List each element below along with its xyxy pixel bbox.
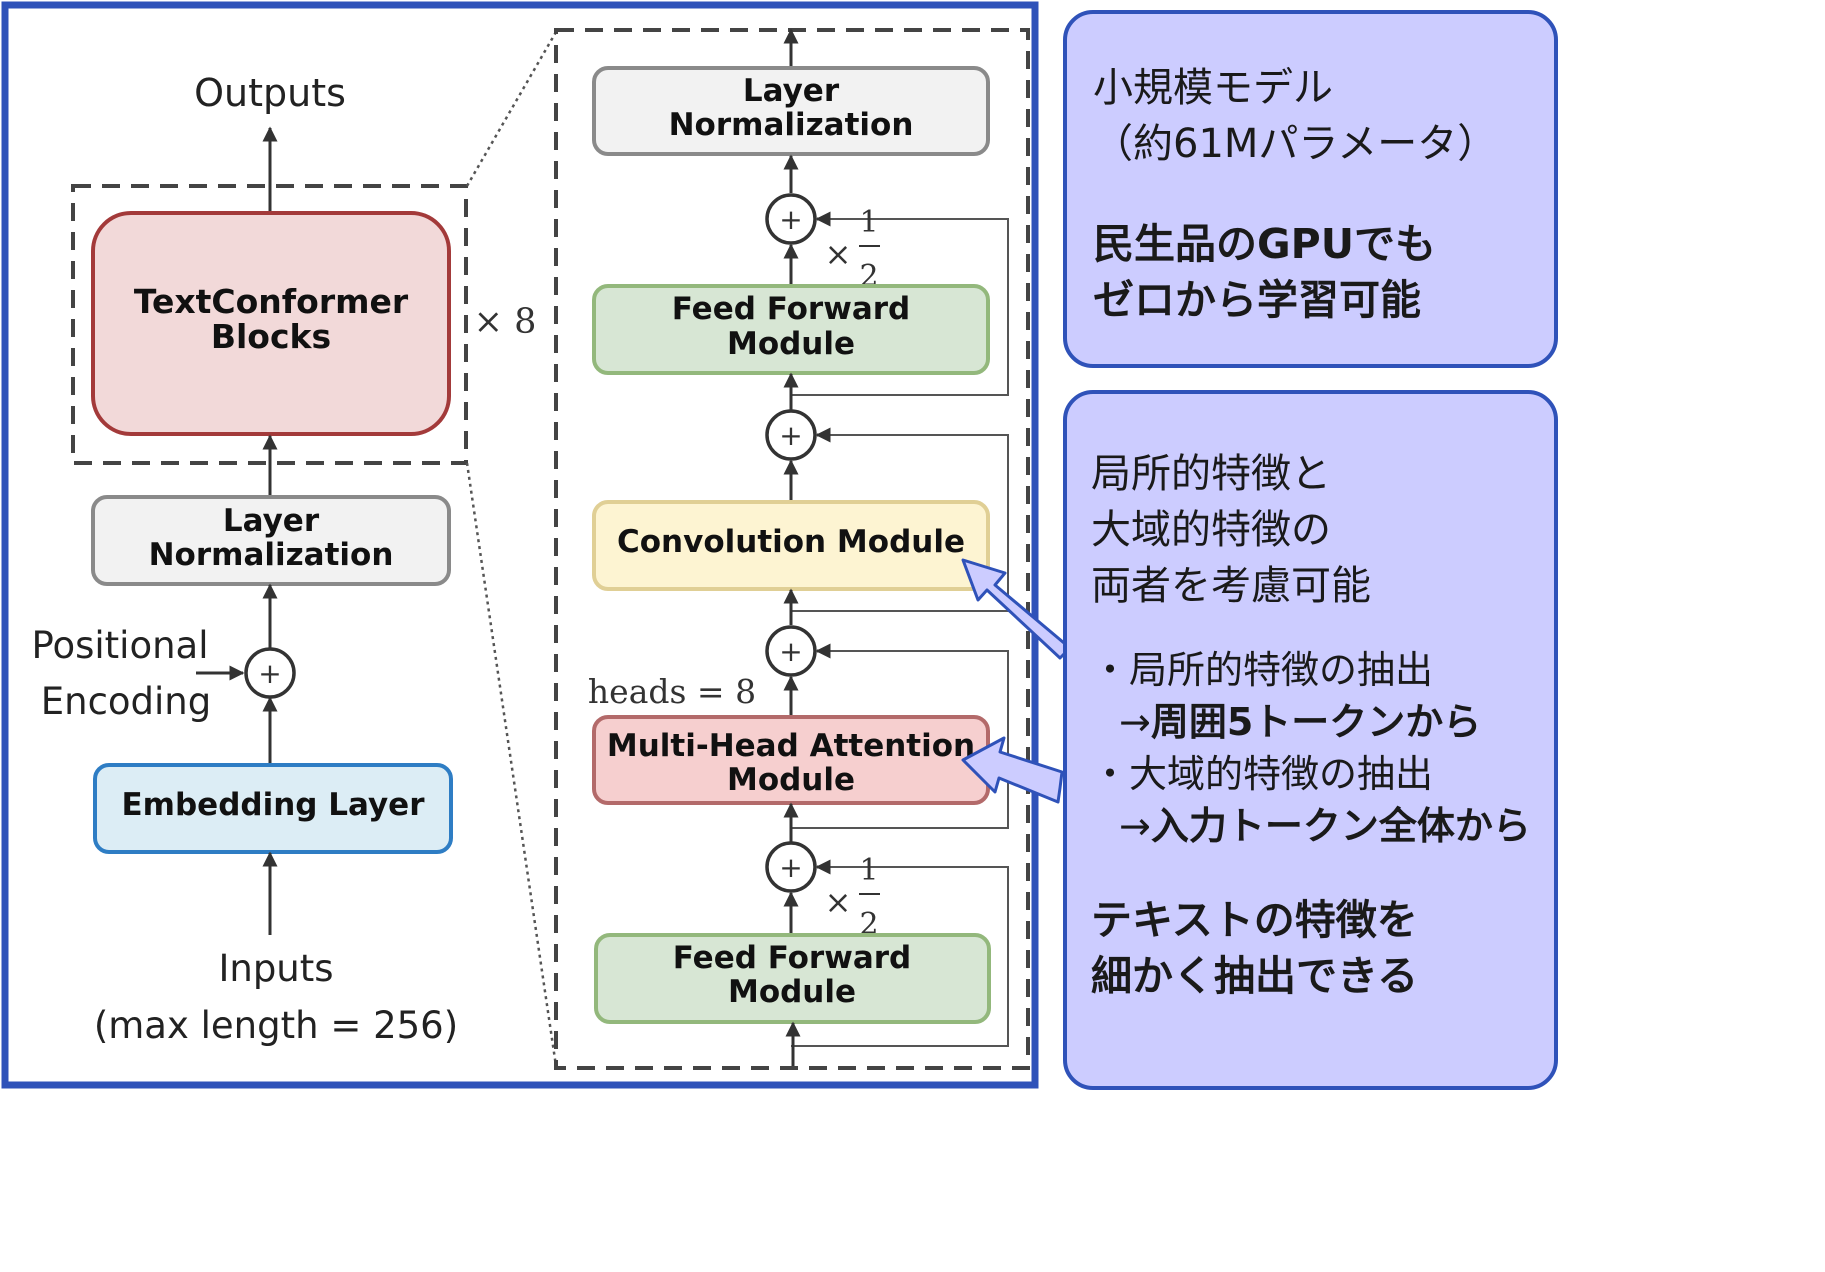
textconformer-blocks-box [91, 211, 451, 436]
panel-top-line1: 小規模モデル [1093, 65, 1333, 111]
panel-bullet2: ・大域的特徴の抽出 [1091, 752, 1434, 796]
panel-top-bold1: 民生品のGPUでも [1093, 220, 1436, 268]
layer-norm-block-label-2: Normalization [669, 107, 914, 143]
panel-bullet1: ・局所的特徴の抽出 [1091, 648, 1434, 692]
plus-sign-mha: + [779, 635, 802, 668]
panel-bottom-line2: 大域的特徴の [1091, 507, 1331, 553]
callout-arrow-to-mha [961, 736, 1064, 804]
layer-norm-left-label-1: Layer [223, 503, 320, 539]
repeat-count-label: × 8 [474, 302, 537, 342]
convolution-module-label: Convolution Module [617, 524, 965, 560]
diagram-frame [1, 1, 1039, 1089]
textconformer-label-2: Blocks [211, 317, 331, 356]
mha-module-label-2: Module [727, 762, 855, 798]
plus-circle-top-ffn [765, 193, 817, 245]
panel-bullet2-arrow: → [1119, 804, 1151, 848]
panel-bottom-line1: 局所的特徴と [1091, 451, 1331, 497]
layer-norm-left-label-2: Normalization [149, 537, 394, 573]
panel-bullet2-bold: 入力トークン全体から [1150, 804, 1531, 848]
ffn-bottom-label-1: Feed Forward [673, 940, 912, 976]
inputs-label-1: Inputs [218, 947, 333, 990]
plus-circle-bottom-ffn [765, 841, 817, 893]
panel-bottom-bold1: テキストの特徴を [1091, 896, 1418, 944]
plus-sign-left: + [258, 657, 281, 690]
half-times-bottom: × [825, 883, 852, 921]
panel-top-bold2: ゼロから学習可能 [1093, 276, 1421, 324]
textconformer-label-1: TextConformer [134, 282, 409, 321]
layer-norm-block-label-1: Layer [743, 73, 840, 109]
panel-top-line2: （約61Mパラメータ） [1093, 121, 1498, 167]
plus-sign-top-ffn: + [779, 203, 802, 236]
plus-sign-bottom-ffn: + [779, 851, 802, 884]
panel-bullet1-bold: 周囲5トークンから [1150, 700, 1482, 744]
panel-features: 局所的特徴と 大域的特徴の 両者を考慮可能 ・局所的特徴の抽出 →周囲5トークン… [1063, 390, 1558, 1090]
panel-model-size: 小規模モデル （約61Mパラメータ） 民生品のGPUでも ゼロから学習可能 [1063, 10, 1558, 368]
residual-line-bottom-ffn [791, 866, 1009, 1047]
zoom-line-top [465, 31, 558, 187]
panel-bullet2-detail: →入力トークン全体から [1091, 800, 1554, 852]
repeat-box [71, 184, 468, 465]
residual-line-mha [791, 650, 1009, 829]
half-num-bottom: 1 [859, 853, 878, 888]
positional-encoding-label-1: Positional [31, 624, 208, 667]
residual-line-conv [791, 434, 1009, 612]
ffn-top-label-2: Module [727, 326, 855, 362]
panel-bullet1-arrow: → [1119, 700, 1151, 744]
panel-bottom-bold2: 細かく抽出できる [1091, 952, 1419, 1000]
half-num-top: 1 [859, 205, 878, 240]
plus-circle-conv [765, 409, 817, 461]
plus-circle-mha [765, 625, 817, 677]
heads-label: heads = 8 [588, 672, 756, 711]
residual-line-top-ffn [791, 218, 1009, 396]
layer-norm-box-block [592, 66, 990, 156]
ffn-top-label-1: Feed Forward [672, 291, 911, 327]
embedding-layer-label: Embedding Layer [122, 787, 426, 823]
panel-bottom-line3: 両者を考慮可能 [1091, 563, 1371, 609]
zoom-line-bottom [465, 462, 558, 1067]
positional-encoding-label-2: Encoding [41, 680, 212, 723]
outputs-label: Outputs [194, 71, 346, 115]
plus-sign-conv: + [779, 419, 802, 452]
conformer-diagram: Outputs TextConformer Blocks × 8 Layer N… [1, 1, 1072, 1089]
mha-module-label-1: Multi-Head Attention [607, 728, 975, 764]
ffn-bottom-label-2: Module [728, 974, 856, 1010]
half-times-top: × [825, 235, 852, 273]
callout-arrow-to-conv [961, 558, 1072, 660]
inputs-label-2: (max length = 256) [94, 1004, 458, 1047]
panel-bullet1-detail: →周囲5トークンから [1091, 696, 1554, 748]
